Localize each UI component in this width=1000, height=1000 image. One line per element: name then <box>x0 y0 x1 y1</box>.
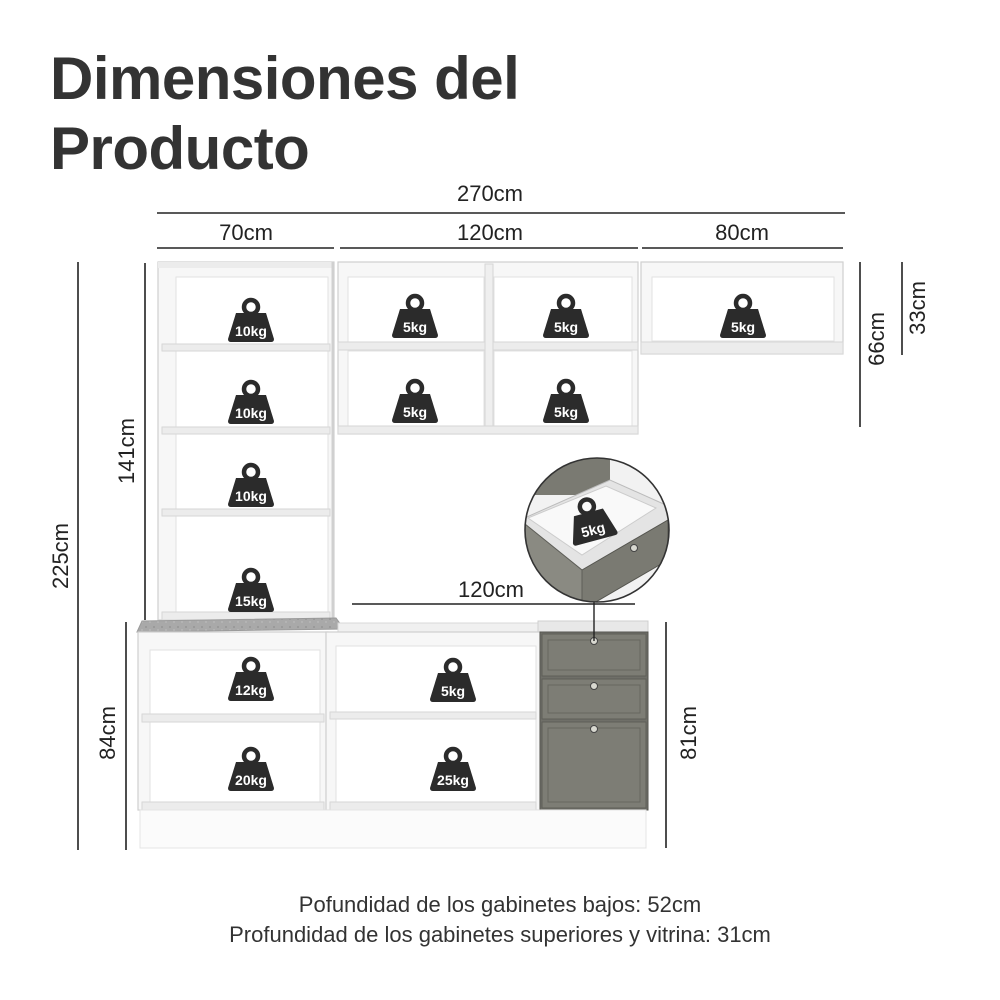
page-title: Dimensiones del Producto <box>50 44 520 184</box>
weight-icon: 5kg <box>392 381 438 423</box>
dim-right-cabinet-height: 66cm <box>864 312 889 366</box>
weight-label-tower-4: 15kg <box>235 593 267 609</box>
weight-icon: 5kg <box>392 296 438 338</box>
weight-icon: 5kg <box>543 381 589 423</box>
weight-icon: 10kg <box>228 465 274 507</box>
weight-icon: 12kg <box>228 659 274 701</box>
weight-label-tower-2: 10kg <box>235 405 267 421</box>
dim-lower-height: 84cm <box>95 706 120 760</box>
weight-icon: 15kg <box>228 570 274 612</box>
weight-icon: 5kg <box>543 296 589 338</box>
dim-counter-width: 120cm <box>458 577 524 602</box>
dim-total-width: 270cm <box>457 181 523 206</box>
weight-label-tower-1: 10kg <box>235 323 267 339</box>
weight-label-upper-mid-1: 5kg <box>403 319 427 335</box>
dim-upper-right-width: 80cm <box>715 220 769 245</box>
weight-icon: 20kg <box>228 749 274 791</box>
weight-label-tower-3: 10kg <box>235 488 267 504</box>
drawer-unit <box>539 631 649 811</box>
weight-label-lower-mid-2: 25kg <box>437 772 469 788</box>
weight-icon: 5kg <box>430 660 476 702</box>
weight-label-lower-left-1: 12kg <box>235 682 267 698</box>
weight-label-drawer: 5kg <box>579 519 606 541</box>
dim-right-cabinet-inner-height: 33cm <box>905 281 930 335</box>
countertop <box>136 617 345 633</box>
dimension-lines <box>77 212 903 850</box>
weight-icon: 5kg <box>720 296 766 338</box>
upper-depth-note: Profundidad de los gabinetes superiores … <box>229 922 771 947</box>
weight-label-lower-mid-1: 5kg <box>441 683 465 699</box>
weight-label-upper-mid-3: 5kg <box>403 404 427 420</box>
dim-upper-left-width: 70cm <box>219 220 273 245</box>
weight-icon: 5kg <box>563 494 618 546</box>
weight-label-upper-right: 5kg <box>731 319 755 335</box>
dim-total-height: 225cm <box>48 523 73 589</box>
upper-middle-cabinet <box>337 261 639 435</box>
weight-label-upper-mid-4: 5kg <box>554 404 578 420</box>
plinth <box>139 809 647 849</box>
title-line-1: Dimensiones del <box>50 45 520 112</box>
lower-depth-note: Pofundidad de los gabinetes bajos: 52cm <box>298 892 702 917</box>
title-line-2: Producto <box>50 115 310 182</box>
countertop-right <box>537 620 649 633</box>
drawer-magnifier <box>524 457 670 641</box>
dim-tower-upper-height: 141cm <box>114 418 139 484</box>
weight-icon: 25kg <box>430 749 476 791</box>
weight-icon: 10kg <box>228 300 274 342</box>
dim-upper-middle-width: 120cm <box>457 220 523 245</box>
dim-drawer-height: 81cm <box>676 706 701 760</box>
weight-icons: 10kg 10kg 10kg 15kg 5kg 5kg 5kg 5kg 5kg … <box>228 296 766 791</box>
weight-label-lower-left-2: 20kg <box>235 772 267 788</box>
weight-icon: 10kg <box>228 382 274 424</box>
weight-label-upper-mid-2: 5kg <box>554 319 578 335</box>
countertop-white <box>337 622 539 633</box>
